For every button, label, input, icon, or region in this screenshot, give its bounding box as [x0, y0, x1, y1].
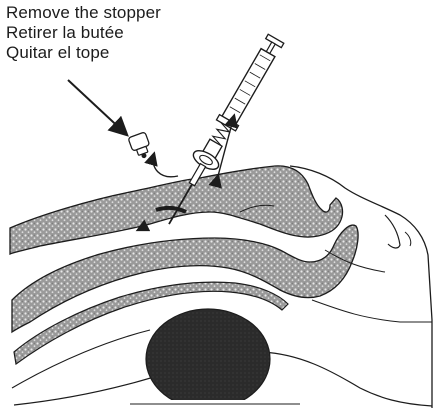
stopper-icon — [128, 132, 153, 161]
curved-arrow-icon — [153, 154, 178, 177]
dark-mass — [146, 309, 270, 408]
face-profile — [385, 215, 400, 248]
arrow-icon — [68, 80, 126, 134]
